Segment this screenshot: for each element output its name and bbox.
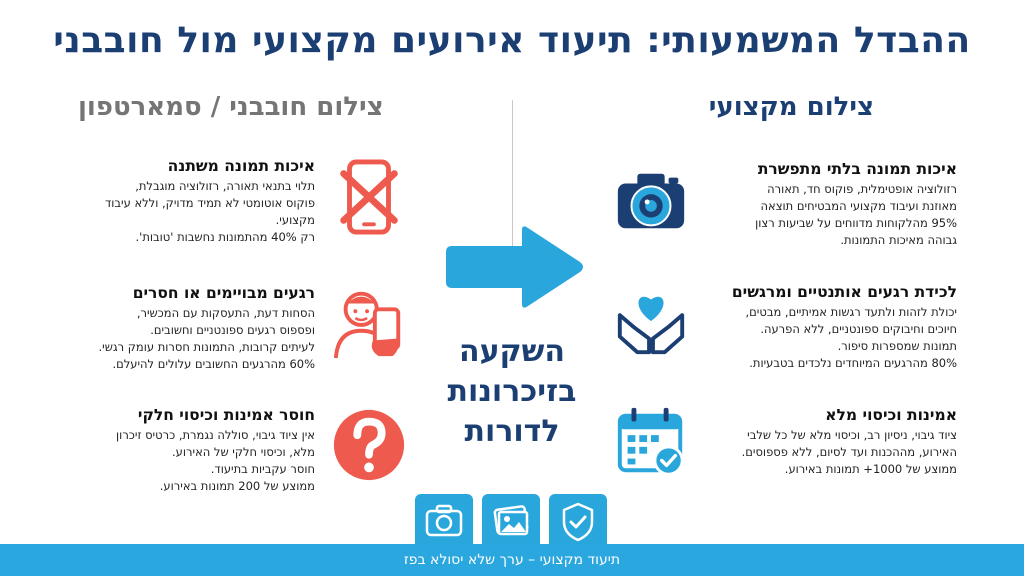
item-line: לעיתים קרובות, התמונות חסרות עומק רגשי. — [98, 340, 315, 354]
item-line: חיוכים וחיבוקים ספונטניים, ללא הפרעה. — [760, 322, 957, 336]
item-title: איכות תמונה בלתי מתפשרת — [757, 160, 957, 178]
item-line: תמונות שמספרות סיפור. — [837, 339, 957, 353]
item-line: האירוע, מההכנות ועד לסיום, ללא פספוסים. — [741, 445, 957, 459]
item-line: ציוד גיבוי, ניסיון רב, וכיסוי מלא של כל … — [747, 428, 957, 442]
slogan-line: לדורות — [464, 414, 560, 449]
item-title: אמינות וכיסוי מלא — [825, 406, 957, 424]
item-title: לכידת רגעים אותנטיים ומרגשים — [731, 283, 957, 301]
item-line: מקצועי. — [275, 213, 315, 227]
tab-shield — [549, 494, 607, 550]
item-line: הסחות דעת, התעסקות עם המכשיר, — [136, 306, 315, 320]
amateur-item-moments: רגעים מבויימים או חסרים הסחות דעת, התעסק… — [70, 284, 315, 373]
footer-banner: תיעוד מקצועי – ערך שלא יסולא בפז — [0, 544, 1024, 576]
item-line: ממוצע של 1000+ תמונות באירוע. — [784, 462, 957, 476]
shield-check-icon — [562, 502, 594, 542]
item-body: תלוי בתנאי תאורה, רזולוציה מוגבלת, פוקוס… — [70, 178, 315, 246]
selfie-person-icon — [333, 291, 401, 359]
item-line: 80% מהרגעים המיוחדים נלכדים בטבעיות. — [749, 356, 957, 370]
slogan-line: השקעה — [458, 334, 566, 369]
item-body: ציוד גיבוי, ניסיון רב, וכיסוי מלא של כל … — [712, 427, 957, 478]
item-body: אין ציוד גיבוי, סוללה נגמרת, כרטיס זיכרו… — [70, 427, 315, 495]
item-line: אין ציוד גיבוי, סוללה נגמרת, כרטיס זיכרו… — [116, 428, 315, 442]
professional-item-reliability: אמינות וכיסוי מלא ציוד גיבוי, ניסיון רב,… — [712, 406, 957, 478]
item-line: 95% מהלקוחות מדווחים על שביעות רצון — [755, 216, 957, 230]
heart-hands-icon — [617, 296, 685, 355]
item-line: ופספוס רגעים ספונטניים וחשובים. — [150, 323, 315, 337]
item-title: איכות תמונה משתנה — [167, 157, 315, 175]
amateur-item-quality: איכות תמונה משתנה תלוי בתנאי תאורה, רזול… — [70, 157, 315, 246]
item-line: מלא, וכיסוי חלקי של האירוע. — [172, 445, 315, 459]
professional-item-moments: לכידת רגעים אותנטיים ומרגשים יכולת לזהות… — [712, 283, 957, 372]
item-line: רק 40% מהתמונות נחשבות 'טובות'. — [135, 230, 315, 244]
professional-heading: צילום מקצועי — [708, 92, 874, 122]
tab-photos — [482, 494, 540, 550]
calendar-check-icon — [617, 407, 684, 476]
icon-tabs — [415, 494, 607, 550]
professional-item-quality: איכות תמונה בלתי מתפשרת רזולוציה אופטימל… — [712, 160, 957, 249]
item-line: גבוהה מאיכות התמונות. — [840, 233, 957, 247]
item-line: יכולת לזהות ולתעד רגשות אמיתיים, מבטים, — [745, 305, 958, 319]
item-body: רזולוציה אופטימלית, פוקוס חד, תאורה מאוז… — [712, 181, 957, 249]
item-line: 60% מהרגעים החשובים עלולים להיעלם. — [112, 357, 315, 371]
investment-slogan: השקעה בזיכרונות לדורות — [424, 332, 600, 452]
item-body: הסחות דעת, התעסקות עם המכשיר, ופספוס רגע… — [70, 305, 315, 373]
page-title: ההבדל המשמעותי: תיעוד אירועים מקצועי מול… — [53, 20, 971, 61]
item-line: רזולוציה אופטימלית, פוקוס חד, תאורה — [767, 182, 957, 196]
tab-camera — [415, 494, 473, 550]
item-line: ממוצע של 200 תמונות באירוע. — [159, 479, 315, 493]
amateur-heading: צילום חובבני / סמארטפון — [78, 92, 384, 122]
item-line: חוסר עקביות בתיעוד. — [210, 462, 315, 476]
amateur-item-reliability: חוסר אמינות וכיסוי חלקי אין ציוד גיבוי, … — [70, 406, 315, 495]
photos-icon — [493, 505, 529, 536]
item-line: פוקוס אוטומטי לא תמיד מדויק, וללא עיבוד — [104, 196, 315, 210]
question-mark-icon — [333, 409, 405, 481]
slogan-line: בזיכרונות — [447, 374, 577, 409]
item-line: תלוי בתנאי תאורה, רזולוציה מוגבלת, — [135, 179, 315, 193]
item-body: יכולת לזהות ולתעד רגשות אמיתיים, מבטים, … — [712, 304, 958, 372]
arrow-right-icon — [446, 226, 583, 308]
column-divider — [512, 100, 513, 270]
camera-outline-icon — [425, 504, 463, 537]
item-line: מאוזנת ועיבוד מקצועי המבטיחים תוצאה — [760, 199, 958, 213]
camera-icon — [617, 173, 685, 229]
item-title: רגעים מבויימים או חסרים — [132, 284, 315, 302]
crossed-phone-icon — [340, 159, 398, 235]
item-title: חוסר אמינות וכיסוי חלקי — [137, 406, 315, 424]
